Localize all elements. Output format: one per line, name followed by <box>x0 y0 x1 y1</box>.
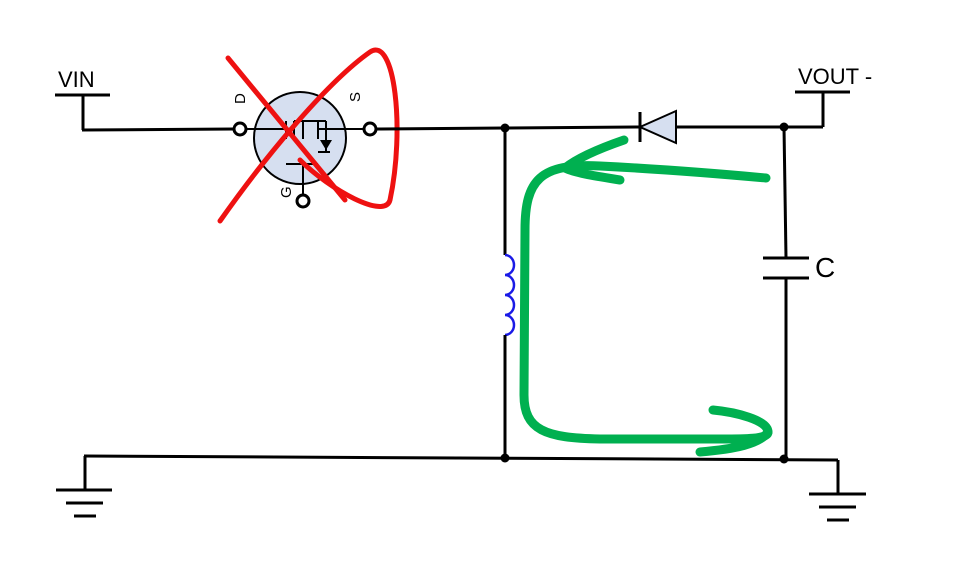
ground-rail <box>83 454 839 462</box>
wire-junction-to-diode <box>504 125 641 130</box>
vin-terminal: VIN <box>55 67 110 130</box>
ground-symbol-left <box>56 456 112 518</box>
vout-terminal: VOUT - <box>795 64 872 127</box>
capacitor: C <box>763 252 835 283</box>
diode <box>637 109 677 145</box>
source-terminal <box>362 121 378 137</box>
source-label: S <box>347 92 364 102</box>
wire-vin-to-drain <box>81 127 235 132</box>
vin-label: VIN <box>58 67 95 92</box>
junction-dot <box>779 454 789 464</box>
gate-label: G <box>278 186 295 198</box>
vout-label: VOUT - <box>798 64 872 89</box>
mosfet-cross-out-mark <box>217 47 400 224</box>
drain-terminal <box>232 121 248 137</box>
gate-terminal <box>295 193 311 209</box>
inductor-coil <box>504 253 516 337</box>
junction-dot <box>779 122 789 132</box>
junction-dot <box>500 123 510 133</box>
ground-symbol-right <box>809 460 866 522</box>
capacitor-label: C <box>815 252 835 283</box>
wire-capacitor-top <box>782 126 788 259</box>
current-flow-arrow <box>519 135 773 457</box>
wire-source-to-junction <box>375 126 506 131</box>
junction-dot <box>500 453 510 463</box>
drain-label: D <box>232 93 249 104</box>
